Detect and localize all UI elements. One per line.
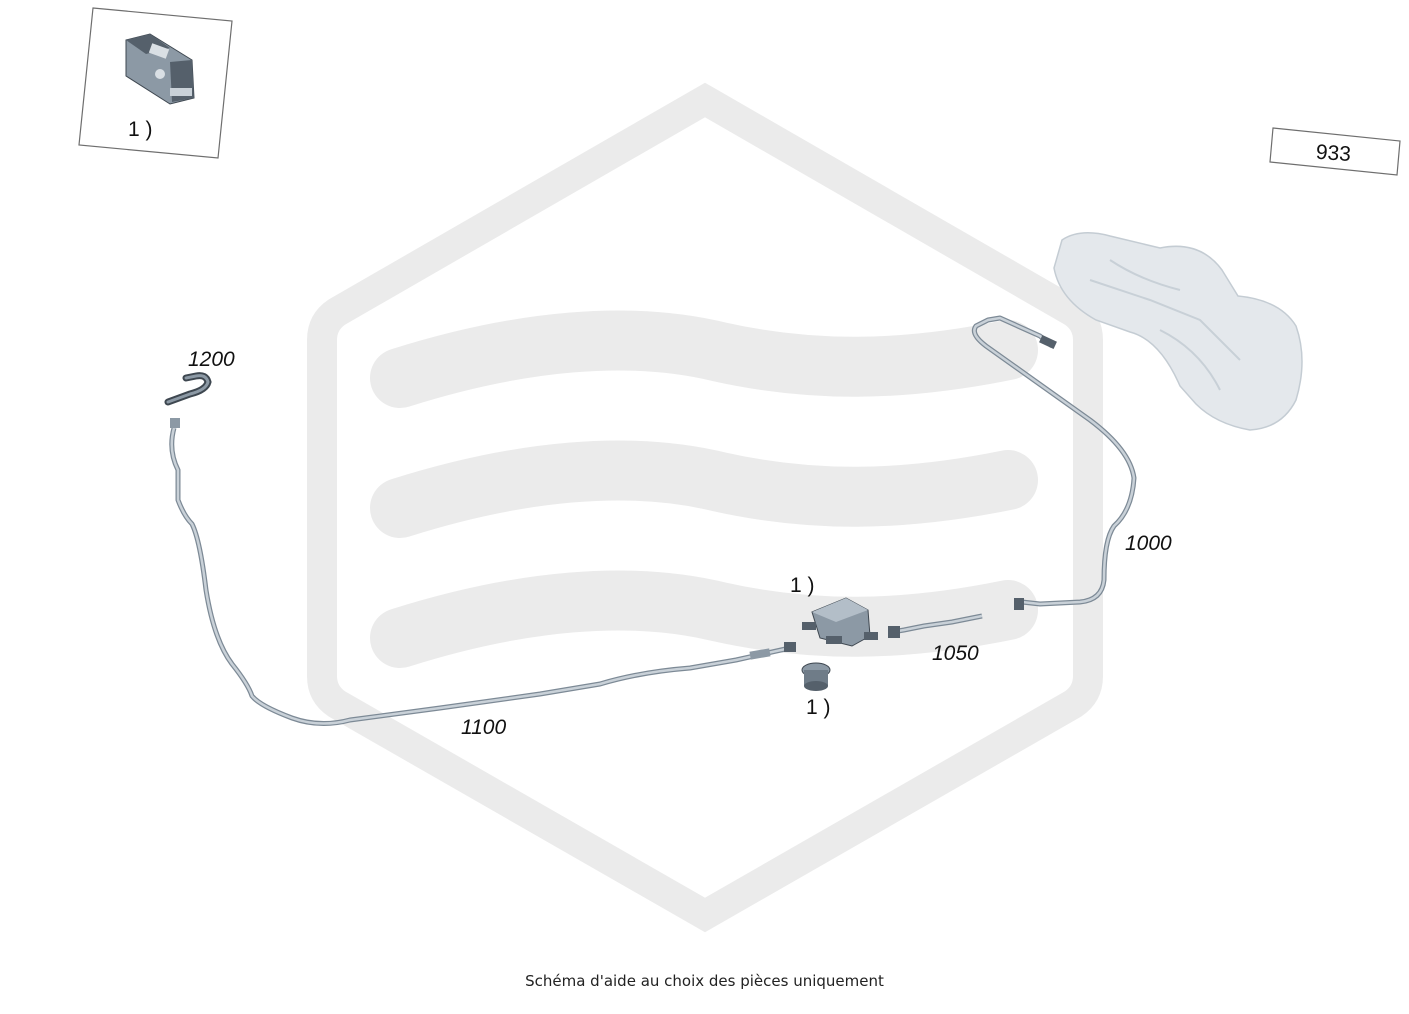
relay-block-icon xyxy=(125,33,195,105)
cap-plug-icon[interactable]: 1 ) xyxy=(801,662,831,719)
fuel-tank-icon[interactable] xyxy=(1053,232,1303,431)
inset-box[interactable]: 1 ) xyxy=(78,7,233,159)
fuel-line-1200[interactable]: 1200 xyxy=(164,348,235,428)
fuel-line-1000[interactable]: 1000 xyxy=(971,315,1172,610)
line-1200-label: 1200 xyxy=(188,348,235,371)
tank-ref-label: 933 xyxy=(1315,141,1352,166)
filter-valve-icon[interactable]: 1 ) xyxy=(790,574,878,647)
inset-ref-label: 1 ) xyxy=(128,118,153,141)
tank-ref-box[interactable]: 933 xyxy=(1269,127,1401,176)
diagram-caption: Schéma d'aide au choix des pièces unique… xyxy=(525,972,884,990)
fuel-line-1100[interactable]: 1100 xyxy=(169,427,796,739)
line-1000-label: 1000 xyxy=(1125,532,1172,555)
watermark-logo xyxy=(307,82,1103,933)
line-1100-label: 1100 xyxy=(461,716,506,739)
cap-ref-label: 1 ) xyxy=(806,696,831,719)
filter-ref-label: 1 ) xyxy=(790,574,815,597)
fuel-line-1050[interactable]: 1050 xyxy=(888,613,983,665)
line-1050-label: 1050 xyxy=(932,642,979,665)
